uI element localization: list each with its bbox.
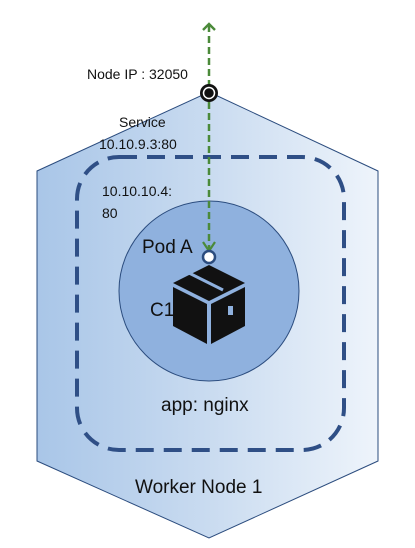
container-label: C1 (150, 300, 175, 321)
service-boundary (75, 155, 346, 452)
pod-ip-line1: 10.10.10.4: (102, 183, 173, 199)
box-icon (173, 265, 245, 344)
node-ip-label: Node IP : 32050 (87, 66, 188, 82)
worker-node-label: Worker Node 1 (135, 477, 263, 498)
pod-name: Pod A (142, 237, 193, 258)
pod-port-icon (201, 249, 217, 265)
port-ring-icon (200, 84, 218, 102)
service-title: Service (119, 114, 166, 130)
service-address: 10.10.9.3:80 (99, 136, 177, 152)
pod-ip-line2: 80 (102, 205, 118, 221)
app-label: app: nginx (161, 395, 249, 416)
